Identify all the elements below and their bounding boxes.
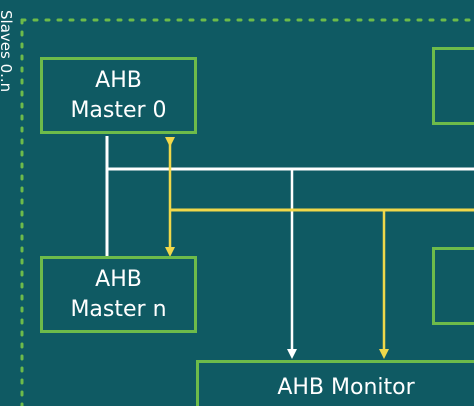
slaves-side-label: Slaves 0..n — [0, 10, 15, 93]
slave-0-box[interactable] — [432, 47, 474, 125]
ahb-master-0-line1: AHB — [95, 67, 142, 93]
ahb-master-n-line2: Master n — [70, 296, 167, 322]
ahb-master-0-box[interactable]: AHB Master 0 — [40, 57, 197, 134]
ahb-monitor-box[interactable]: AHB Monitor — [196, 360, 474, 406]
ahb-master-n-box[interactable]: AHB Master n — [40, 256, 197, 333]
ahb-monitor-label: AHB Monitor — [277, 375, 415, 400]
ahb-master-n-line1: AHB — [95, 266, 142, 292]
slave-n-box[interactable] — [432, 247, 474, 325]
ahb-master-0-line2: Master 0 — [70, 97, 167, 123]
